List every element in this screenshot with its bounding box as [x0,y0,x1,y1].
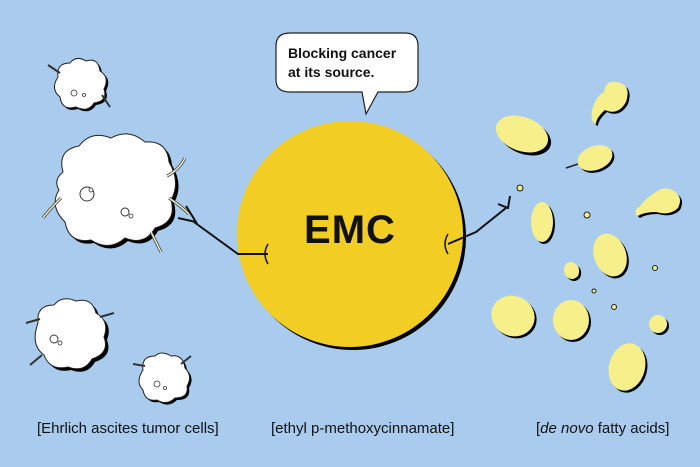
speech-bubble [275,32,419,116]
tumor-cell-small-top [47,57,111,112]
fatty-acid-droplet-tiny [516,184,658,310]
tumor-cell-bottom-small [132,352,192,405]
fatty-acid-droplets [491,81,682,393]
caption-fatty-acids-suffix: fatty acids] [593,420,670,437]
fatty-acid-droplet [635,188,682,218]
fatty-acid-droplet [608,343,648,393]
fatty-acid-droplet [553,300,591,342]
fatty-acid-droplet [565,145,615,173]
fatty-acid-droplet [531,202,555,244]
caption-fatty-acids: [de novo fatty acids] [536,420,669,437]
fatty-acid-droplet [649,315,669,335]
caption-fatty-acids-italic: de novo [540,420,594,437]
fatty-acid-droplet [593,233,629,279]
speech-bubble-text: Blocking cancer at its source. [288,45,397,80]
fatty-acid-droplet [564,262,582,281]
fatty-acid-droplet [491,295,537,339]
caption-fatty-acids-prefix: [ [536,420,541,437]
caption-tumor-cells: [Ehrlich ascites tumor cells] [37,420,219,437]
arrow-to-tumor [177,205,269,265]
fatty-acid-droplet [495,115,552,156]
emc-circle [237,121,466,350]
arrow-to-fatty-acids [444,195,511,255]
caption-emc: [ethyl p-methoxycinnamate] [271,420,455,437]
fatty-acid-droplet [591,81,630,126]
tumor-cell-bottom-left [25,298,115,372]
tumor-cell-large [41,133,191,253]
emc-label: EMC [304,208,396,252]
